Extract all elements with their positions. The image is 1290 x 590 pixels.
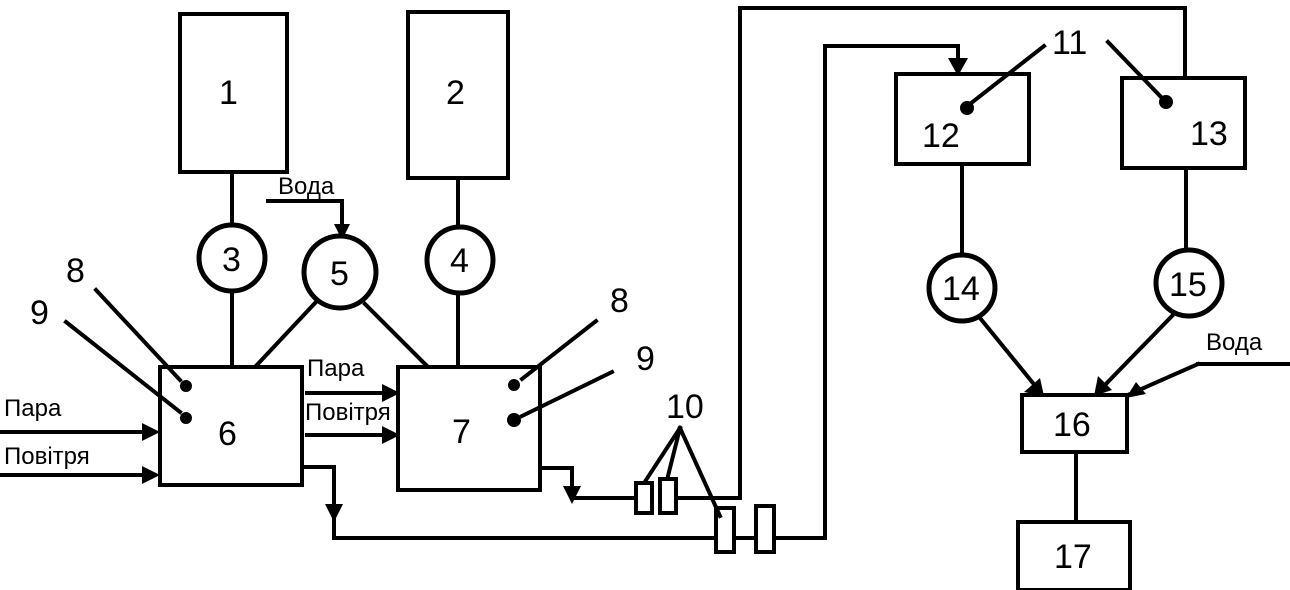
pump-5-label: 5 [330, 255, 349, 293]
pump-15: 15 [1153, 247, 1225, 319]
unit-17-label: 17 [1054, 538, 1092, 576]
unit-17: 17 [1016, 520, 1132, 590]
callout-9-right: 9 [636, 340, 655, 378]
arrow-15-into-16 [1094, 376, 1112, 396]
arrow-air-into-6 [142, 466, 160, 484]
arrow-steam-into-6 [142, 423, 160, 441]
unit-13-label: 13 [1190, 115, 1228, 153]
valve-lower-b [754, 504, 776, 554]
steam-label-mid: Пара [307, 355, 365, 382]
flow-arrows [142, 58, 1146, 522]
unit-1-label: 1 [219, 74, 238, 112]
unit-6: 6 [158, 365, 304, 487]
arrow-6-outlet [325, 504, 343, 522]
unit-12-label: 12 [922, 117, 960, 155]
unit-1: 1 [178, 12, 289, 174]
unit-7-label: 7 [452, 413, 471, 451]
connection-lines [0, 6, 1290, 540]
port-8-left [180, 380, 192, 392]
valve-lower-a [714, 506, 736, 554]
valve-upper-a [634, 481, 654, 515]
unit-7: 7 [396, 365, 542, 492]
arrow-into-12 [948, 58, 968, 76]
port-9-left [180, 412, 192, 424]
callout-9-left: 9 [30, 294, 49, 332]
callout-11: 11 [1052, 24, 1087, 62]
arrow-steam-into-7 [382, 384, 400, 402]
arrow-7-outlet [563, 486, 581, 504]
steam-label-left: Пара [4, 395, 62, 422]
port-8-right [508, 379, 520, 391]
air-label-mid: Повітря [305, 399, 391, 426]
port-9-right [507, 413, 521, 427]
callout-10: 10 [666, 388, 704, 426]
pump-4-label: 4 [450, 242, 469, 280]
callout-8-right: 8 [610, 282, 629, 320]
pump-15-label: 15 [1169, 266, 1207, 304]
pump-4: 4 [424, 224, 496, 296]
pump-3: 3 [196, 222, 268, 294]
arrow-air-into-7 [382, 426, 400, 444]
pump-3-label: 3 [222, 241, 241, 279]
unit-16-label: 16 [1053, 406, 1091, 444]
unit-12: 12 [894, 72, 1031, 166]
valves-10 [634, 477, 776, 554]
pump-14: 14 [926, 252, 998, 324]
unit-6-label: 6 [218, 415, 237, 453]
arrow-water-into-16 [1126, 382, 1146, 398]
unit-2: 2 [406, 10, 510, 180]
water-label-top: Вода [278, 173, 335, 200]
air-label-left: Повітря [4, 443, 90, 470]
callout-8-left: 8 [66, 252, 85, 290]
unit-16: 16 [1020, 393, 1129, 454]
unit-13: 13 [1120, 76, 1247, 170]
arrow-14-into-16 [1024, 378, 1044, 396]
water-label-right: Вода [1206, 329, 1263, 356]
unit-2-label: 2 [446, 74, 465, 112]
callout-leaders [63, 39, 1165, 519]
pump-14-label: 14 [942, 270, 980, 308]
valve-upper-b [658, 477, 678, 515]
arrow-water-into-5 [334, 224, 350, 240]
pump-5: 5 [301, 233, 379, 311]
